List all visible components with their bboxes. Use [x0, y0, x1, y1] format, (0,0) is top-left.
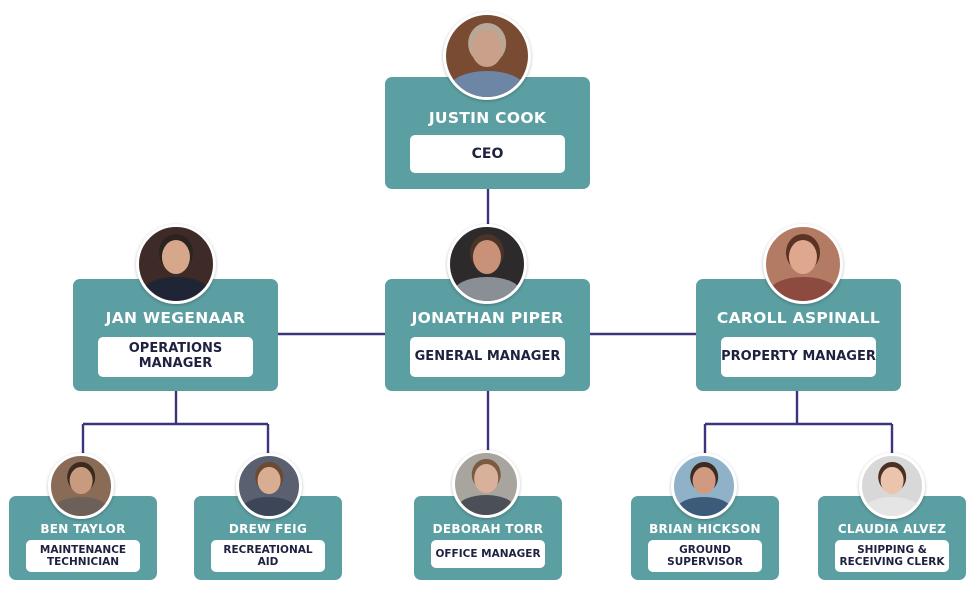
person-name: BEN TAYLOR [40, 522, 126, 536]
avatar-photo [452, 450, 520, 518]
person-title: CEO [410, 135, 565, 173]
person-name: JUSTIN COOK [428, 109, 547, 127]
person-title: OFFICE MANAGER [431, 540, 545, 568]
avatar-photo [447, 224, 527, 304]
person-title: GENERAL MANAGER [410, 337, 565, 377]
person-title: SHIPPING & RECEIVING CLERK [835, 540, 949, 572]
card-drew: DREW FEIG RECREATIONAL AID [194, 496, 342, 580]
person-name: JONATHAN PIPER [411, 309, 564, 327]
person-name: BRIAN HICKSON [649, 522, 761, 536]
avatar-photo [136, 224, 216, 304]
card-deborah: DEBORAH TORR OFFICE MANAGER [414, 496, 562, 580]
person-title: MAINTENANCE TECHNICIAN [26, 540, 140, 572]
person-name: CAROLL ASPINALL [716, 309, 881, 327]
avatar-photo [48, 453, 114, 519]
person-name: JAN WEGENAAR [105, 309, 246, 327]
person-name: DREW FEIG [228, 522, 308, 536]
avatar-photo [671, 453, 737, 519]
avatar-photo [763, 224, 843, 304]
card-brian: BRIAN HICKSON GROUND SUPERVISOR [631, 496, 779, 580]
card-claudia: CLAUDIA ALVEZ SHIPPING & RECEIVING CLERK [818, 496, 966, 580]
person-title: GROUND SUPERVISOR [648, 540, 762, 572]
person-name: CLAUDIA ALVEZ [837, 522, 947, 536]
card-jan: JAN WEGENAAR OPERATIONS MANAGER [73, 279, 278, 391]
avatar-photo [236, 453, 302, 519]
avatar-photo [859, 453, 925, 519]
avatar-photo [443, 12, 531, 100]
person-title: OPERATIONS MANAGER [98, 337, 253, 377]
person-name: DEBORAH TORR [432, 522, 544, 536]
person-title: RECREATIONAL AID [211, 540, 325, 572]
person-title: PROPERTY MANAGER [721, 337, 876, 377]
